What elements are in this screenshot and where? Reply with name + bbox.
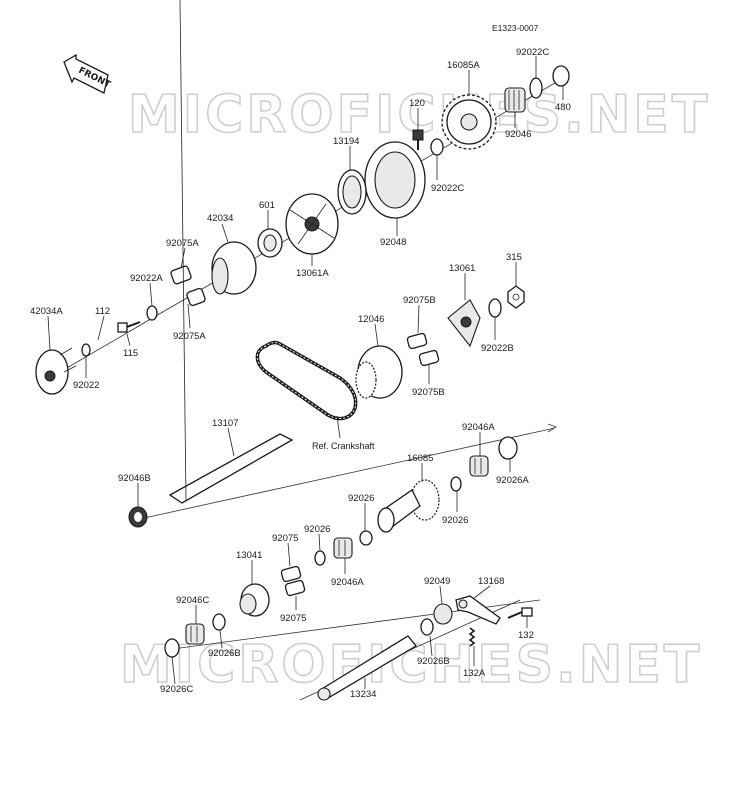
- part-92026B-washer-left: [212, 613, 226, 631]
- label-12046: 12046: [358, 314, 384, 325]
- leader-lines: [47, 56, 564, 689]
- label-92022C-top: 92022C: [516, 47, 549, 58]
- part-92022C-washer: [430, 138, 444, 156]
- part-13168-lever: [455, 595, 501, 625]
- label-92026-right: 92026: [442, 515, 468, 526]
- part-92049-seal: [433, 603, 453, 625]
- part-115-bolt: [117, 321, 141, 333]
- label-92026-top: 92026: [348, 493, 374, 504]
- label-92075A-top: 92075A: [166, 238, 199, 249]
- part-92075-damper: [280, 565, 306, 597]
- part-92046A-bearing: [469, 455, 489, 477]
- label-42034A: 42034A: [30, 306, 63, 317]
- figure-code: E1323-0007: [492, 23, 539, 33]
- label-92046A-lower: 92046A: [331, 577, 364, 588]
- part-92048-housing: [364, 141, 426, 219]
- part-13061-hub: [447, 299, 481, 348]
- label-16085A: 16085A: [447, 60, 480, 71]
- label-92046A-right: 92046A: [462, 422, 495, 433]
- label-92046C: 92046C: [176, 595, 209, 606]
- part-92046B-seal: [128, 506, 148, 528]
- label-132A: 132A: [463, 668, 486, 679]
- part-92075B-damper: [406, 332, 440, 367]
- part-92026B-washer-right: [420, 618, 434, 636]
- part-13194-clutch: [337, 169, 367, 215]
- label-120: 120: [409, 98, 425, 109]
- label-13168: 13168: [478, 576, 504, 587]
- label-92026-left: 92026: [304, 524, 330, 535]
- part-112-washer: [81, 343, 91, 357]
- part-13234-shaft: [317, 635, 417, 701]
- label-42034: 42034: [207, 213, 233, 224]
- label-92026C: 92026C: [160, 684, 193, 695]
- drive-chain: [255, 340, 358, 421]
- part-120-bolt: [412, 129, 424, 150]
- part-92026-washer-right: [450, 476, 462, 492]
- label-ref-crankshaft: Ref. Crankshaft: [312, 441, 375, 451]
- part-92026C-washer: [164, 638, 180, 658]
- part-92075A-damper: [170, 265, 206, 307]
- part-92022A-washer: [146, 305, 158, 321]
- label-92048: 92048: [380, 237, 406, 248]
- part-42034-drum: [211, 241, 257, 295]
- label-92022: 92022: [73, 380, 99, 391]
- part-42034A-plate: [35, 347, 77, 395]
- part-92046A-bearing-lower: [333, 537, 353, 559]
- label-13234: 13234: [350, 689, 376, 700]
- part-315-nut: [507, 285, 525, 309]
- label-92022A: 92022A: [130, 273, 163, 284]
- label-13061A: 13061A: [296, 268, 329, 279]
- front-arrow-icon: FRONT: [63, 53, 113, 94]
- part-92026-washer-mid: [359, 530, 373, 546]
- part-92046C-bearing: [185, 623, 205, 645]
- part-132A-spring: [468, 627, 476, 647]
- label-92049: 92049: [424, 576, 450, 587]
- label-92026A: 92026A: [496, 475, 529, 486]
- label-13107: 13107: [212, 418, 238, 429]
- label-92046B: 92046B: [118, 473, 151, 484]
- part-601-bearing: [257, 228, 283, 258]
- label-92046: 92046: [505, 129, 531, 140]
- label-132: 132: [518, 630, 534, 641]
- part-13041-hub: [239, 583, 270, 617]
- part-132-bolt: [507, 607, 533, 619]
- part-92022C-washer-top: [529, 77, 543, 99]
- label-92022C: 92022C: [431, 183, 464, 194]
- label-92022B: 92022B: [481, 343, 514, 354]
- label-92075B-top: 92075B: [403, 295, 436, 306]
- label-13194: 13194: [333, 136, 359, 147]
- part-13107-shaft: [168, 0, 294, 504]
- label-92075-top: 92075: [272, 533, 298, 544]
- part-480-ring: [552, 65, 570, 87]
- label-13061: 13061: [449, 263, 475, 274]
- label-92026B-right: 92026B: [417, 656, 450, 667]
- label-92075B-bottom: 92075B: [412, 387, 445, 398]
- part-92026-washer-left: [314, 550, 326, 566]
- part-16085-gear: [377, 479, 440, 533]
- label-92075A-bottom: 92075A: [173, 331, 206, 342]
- part-13061A-hub: [285, 193, 339, 255]
- label-92075-bottom: 92075: [280, 613, 306, 624]
- part-12046-sprocket: [355, 345, 403, 399]
- part-92026A-washer: [498, 436, 518, 460]
- label-92026B-left: 92026B: [208, 648, 241, 659]
- part-92022B-washer: [488, 298, 502, 318]
- part-16085A-sprocket: [441, 94, 497, 150]
- part-92046-bearing: [504, 87, 526, 113]
- label-16085: 16085: [407, 453, 433, 464]
- part-labels: 16085A 92022C 120 480 92046 13194 92022C…: [30, 47, 571, 700]
- label-115: 115: [123, 348, 138, 359]
- label-601: 601: [259, 200, 275, 211]
- label-13041: 13041: [236, 550, 262, 561]
- label-112: 112: [95, 306, 110, 317]
- label-480: 480: [555, 102, 571, 113]
- label-315: 315: [506, 252, 522, 263]
